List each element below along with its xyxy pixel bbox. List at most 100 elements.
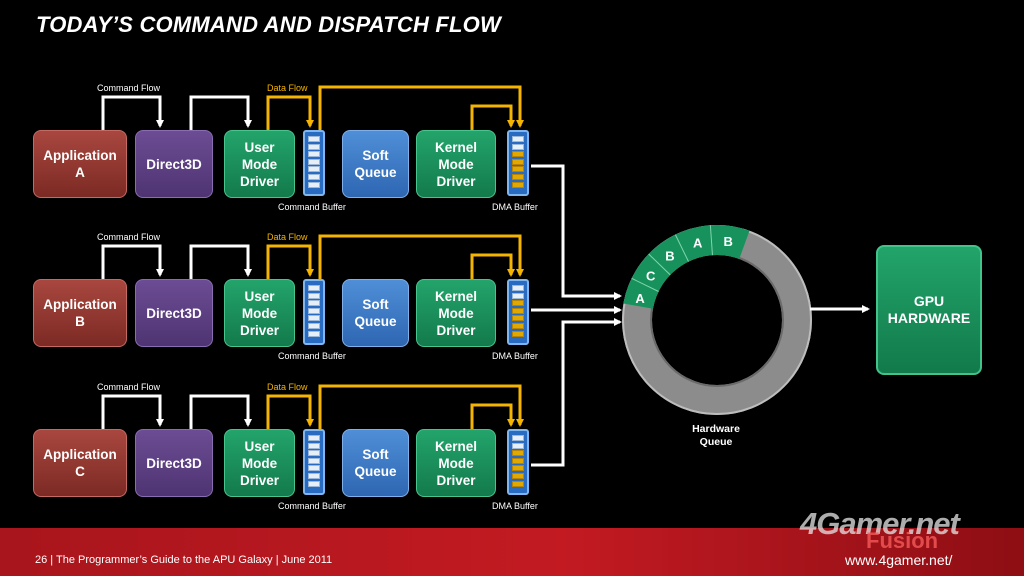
command-buffer — [303, 429, 325, 495]
buffer-slot — [512, 330, 524, 337]
buffer-slot — [308, 136, 320, 142]
command-flow-arrow — [101, 244, 164, 279]
dma-buffer — [507, 279, 529, 345]
buffer-slot — [512, 300, 524, 307]
command-flow-arrow — [189, 95, 252, 130]
queue-entry-label: A — [693, 235, 703, 250]
data-flow-arrow — [318, 384, 524, 429]
command-flow-label: Command Flow — [97, 382, 161, 392]
data-flow-arrow — [318, 85, 524, 130]
buffer-slot — [308, 143, 320, 150]
buffer-slot — [308, 315, 320, 322]
buffer-slot — [512, 322, 524, 329]
data-flow-arrow — [470, 253, 515, 279]
queue-filled-segments — [623, 225, 750, 310]
buffer-slot — [308, 450, 320, 457]
buffer-slot — [308, 480, 320, 487]
data-flow-label: Data Flow — [267, 83, 308, 93]
command-buffer — [303, 130, 325, 196]
buffer-slot — [512, 166, 524, 173]
buffer-slot — [512, 136, 524, 142]
buffer-slot — [308, 300, 320, 307]
direct3d-box: Direct3D — [135, 429, 213, 497]
command-flow-arrow — [189, 394, 252, 429]
data-flow-arrow — [470, 104, 515, 130]
dma-buffer-label: DMA Buffer — [492, 351, 538, 361]
buffer-slot — [308, 285, 320, 291]
command-buffer-label: Command Buffer — [278, 351, 346, 361]
fusion-logo: Fusion — [866, 528, 939, 553]
data-flow-arrow — [470, 403, 515, 429]
data-flow-label: Data Flow — [267, 382, 308, 392]
queue-entry-label: B — [723, 234, 732, 249]
command-buffer-label: Command Buffer — [278, 501, 346, 511]
buffer-slot — [512, 151, 524, 158]
data-flow-arrow — [266, 244, 314, 279]
dma-buffer-label: DMA Buffer — [492, 501, 538, 511]
buffer-slot — [308, 151, 320, 158]
command-buffer — [303, 279, 325, 345]
buffer-slot — [308, 322, 320, 329]
buffer-slot — [512, 450, 524, 457]
queue-segment-divider — [709, 225, 713, 256]
buffer-slot — [308, 472, 320, 479]
buffer-slot — [308, 307, 320, 314]
buffer-slot — [308, 181, 320, 188]
dma-buffer — [507, 429, 529, 495]
queue-segment-divider — [648, 253, 671, 276]
footer-text: 26 | The Programmer’s Guide to the APU G… — [35, 554, 333, 566]
buffer-slot — [512, 173, 524, 180]
buffer-slot — [308, 442, 320, 449]
buffer-slot — [512, 457, 524, 464]
watermark-logo: 4Gamer.net — [800, 506, 960, 541]
buffer-slot — [308, 158, 320, 165]
data-flow-label: Data Flow — [267, 232, 308, 242]
buffer-slot — [512, 435, 524, 441]
dma-to-queue-arrow — [531, 164, 622, 300]
buffer-slot — [512, 442, 524, 449]
queue-segment-divider — [631, 277, 659, 292]
command-flow-arrow — [101, 394, 164, 429]
buffer-slot — [308, 330, 320, 337]
queue-segment-divider — [674, 234, 689, 262]
buffer-slot — [308, 166, 320, 173]
command-flow-arrow — [101, 95, 164, 130]
slide-title: TODAY’S COMMAND AND DISPATCH FLOW — [36, 12, 501, 37]
buffer-slot — [512, 315, 524, 322]
buffer-slot — [512, 292, 524, 299]
buffer-slot — [512, 465, 524, 472]
buffer-slot — [308, 173, 320, 180]
direct3d-box: Direct3D — [135, 130, 213, 198]
buffer-slot — [512, 307, 524, 314]
dma-buffer — [507, 130, 529, 196]
buffer-slot — [512, 143, 524, 150]
data-flow-arrow — [318, 234, 524, 279]
command-flow-label: Command Flow — [97, 232, 161, 242]
queue-entry-label: A — [635, 291, 645, 306]
command-flow-label: Command Flow — [97, 83, 161, 93]
queue-entry-label: C — [646, 268, 656, 283]
data-flow-arrow — [266, 394, 314, 429]
dma-to-queue-arrow — [531, 318, 622, 467]
buffer-slot — [512, 285, 524, 291]
buffer-slot — [308, 457, 320, 464]
command-buffer-label: Command Buffer — [278, 202, 346, 212]
watermark-url: www.4gamer.net/ — [845, 552, 953, 568]
buffer-slot — [512, 158, 524, 165]
buffer-slot — [308, 292, 320, 299]
